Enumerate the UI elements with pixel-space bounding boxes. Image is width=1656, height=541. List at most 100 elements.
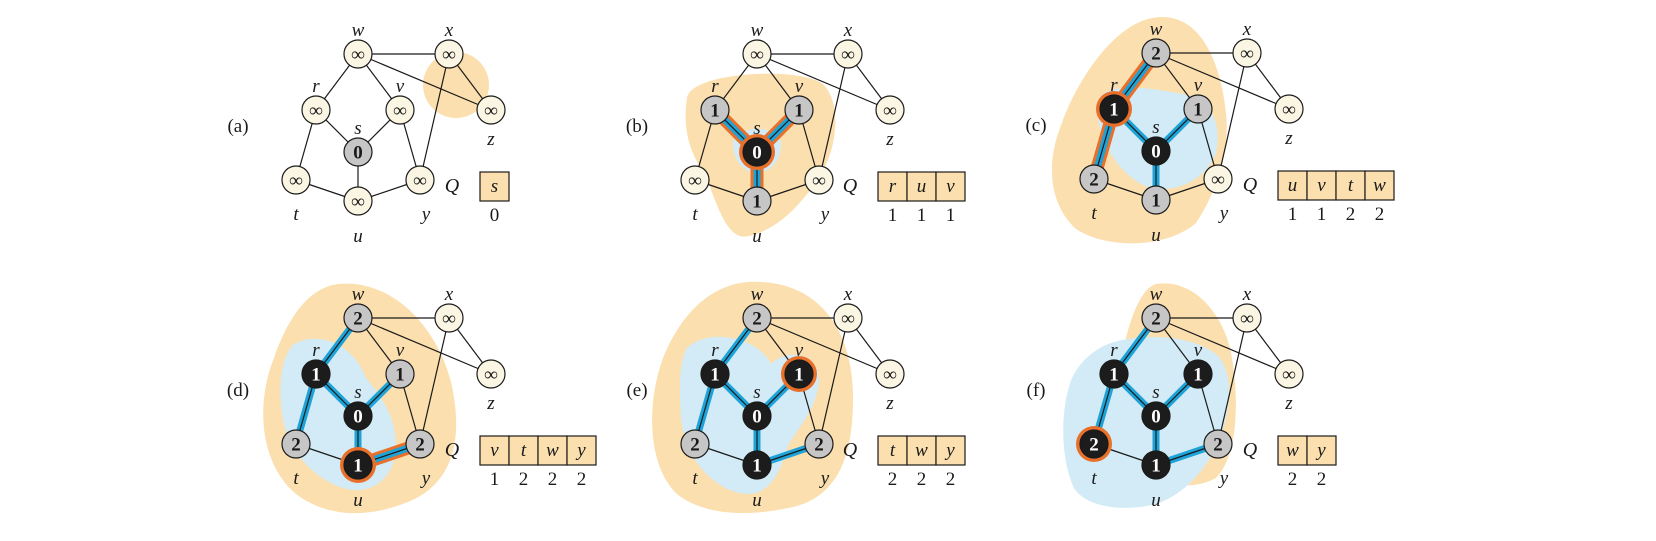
vertex-w: ∞w (343, 20, 373, 69)
queue-item: w (915, 440, 928, 461)
vertex-circle (700, 95, 730, 125)
vertex-circle (1141, 38, 1171, 68)
vertex-label: r (711, 340, 719, 361)
vertex-circle (804, 165, 834, 195)
vertex-label: v (1194, 75, 1203, 96)
vertex-distance: 1 (1193, 100, 1203, 121)
vertex-label: v (1194, 340, 1203, 361)
vertex-x: ∞x (833, 284, 863, 333)
edge-w-z (357, 317, 492, 375)
vertex-y: ∞y (1203, 164, 1233, 224)
vertex-label: y (1218, 468, 1229, 489)
vertex-distance: 1 (794, 101, 804, 122)
vertex-distance: 0 (353, 143, 363, 164)
vertex-t: ∞t (281, 165, 311, 225)
vertex-label: v (396, 340, 405, 361)
vertex-circle (804, 429, 834, 459)
panel-label: (e) (626, 380, 647, 401)
vertex-distance: 1 (752, 456, 762, 477)
vertex-circle (434, 303, 464, 333)
vertex-circle (833, 303, 863, 333)
queue-cell (1364, 170, 1395, 201)
vertex-label: v (795, 76, 804, 97)
vertex-label: t (293, 468, 299, 489)
vertex-distance: 1 (1151, 191, 1161, 212)
vertex-s: 0s (343, 118, 373, 167)
vertex-circle (281, 429, 311, 459)
vertex-circle (1274, 94, 1304, 124)
vertex-circle (343, 303, 373, 333)
vertex-circle (833, 39, 863, 69)
vertex-u: ∞u (343, 186, 373, 247)
vertex-distance: ∞ (1282, 100, 1296, 121)
vertex-label: w (352, 284, 365, 305)
queue-key: 2 (1375, 204, 1385, 225)
vertex-w: 2w (1141, 284, 1171, 333)
vertex-w: 2w (343, 284, 373, 333)
vertex-circle (1274, 359, 1304, 389)
queue-label: Q (843, 439, 858, 461)
queue-cell (1277, 435, 1308, 466)
vertex-circle (700, 359, 730, 389)
vertex-label: y (819, 204, 830, 225)
vertex-label: u (752, 226, 762, 247)
vertex-x: ∞x (1232, 19, 1262, 68)
vertex-r: 1r (301, 340, 331, 389)
panel-label: (f) (1027, 380, 1046, 401)
vertex-distance: ∞ (1282, 365, 1296, 386)
vertex-w: ∞w (742, 20, 772, 69)
vertex-distance: 1 (794, 365, 804, 386)
vertex-distance: ∞ (841, 309, 855, 330)
vertex-s: 0s (343, 382, 373, 431)
vertex-circle (343, 186, 373, 216)
queue-cell (906, 435, 937, 466)
queue-key: 1 (888, 205, 898, 226)
vertex-u: 1u (1141, 185, 1171, 246)
vertex-label: x (444, 20, 454, 41)
queue-key: 2 (946, 469, 956, 490)
vertex-distance: 0 (1151, 407, 1161, 428)
vertex-circle (1232, 38, 1262, 68)
vertex-distance: ∞ (484, 101, 498, 122)
vertex-label: x (843, 284, 853, 305)
vertex-circle (680, 165, 710, 195)
queue-key: 2 (1346, 204, 1356, 225)
vertex-label: y (819, 468, 830, 489)
vertex-s: 0s (1141, 382, 1171, 431)
vertex-circle (1141, 401, 1171, 431)
edge-x-y (1217, 317, 1248, 445)
queue-item: r (889, 176, 897, 197)
queue-cell (566, 435, 597, 466)
edge-w-z (756, 53, 891, 111)
vertex-label: y (1218, 203, 1229, 224)
queue-cell (935, 171, 966, 202)
vertex-label: v (396, 76, 405, 97)
vertex-t: 2t (1079, 164, 1109, 224)
vertex-circle (343, 450, 373, 480)
vertex-circle (301, 95, 331, 125)
queue-cell (508, 435, 539, 466)
vertex-circle (1232, 303, 1262, 333)
queue-key: 1 (1317, 204, 1327, 225)
queue-item: w (1373, 175, 1386, 196)
queue-key: 1 (946, 205, 956, 226)
vertex-w: 2w (742, 284, 772, 333)
queue-label: Q (1243, 439, 1258, 461)
vertex-circle (742, 450, 772, 480)
vertex-distance: 1 (311, 365, 321, 386)
vertex-distance: ∞ (309, 101, 323, 122)
queue-item: t (890, 440, 896, 461)
vertex-v: ∞v (385, 76, 415, 125)
edge-x-y (818, 53, 849, 181)
vertex-distance: 1 (1193, 365, 1203, 386)
vertex-circle (742, 401, 772, 431)
queue-item: w (1286, 440, 1299, 461)
queue-key: 2 (1288, 469, 1298, 490)
vertex-label: w (751, 20, 764, 41)
vertex-label: r (1110, 75, 1118, 96)
queue-item: y (575, 440, 586, 461)
